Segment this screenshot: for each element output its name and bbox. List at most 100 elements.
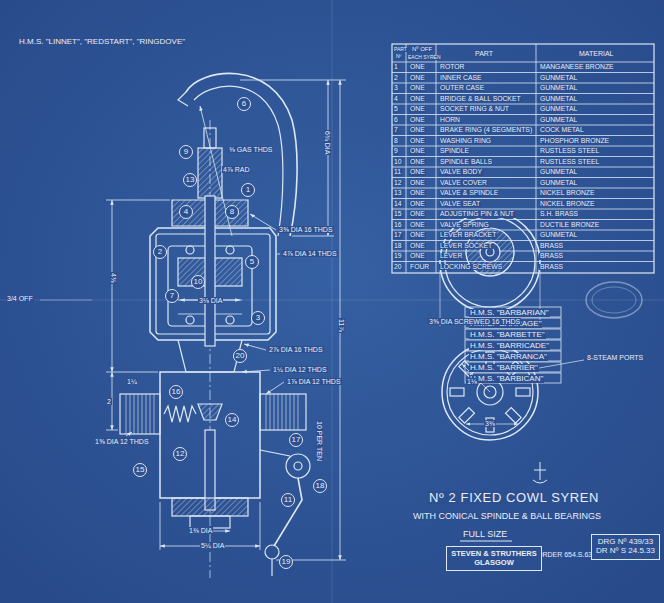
callout-circle: 18 bbox=[313, 479, 327, 493]
table-cell: FOUR bbox=[409, 264, 430, 271]
callout-number: 4 bbox=[184, 208, 188, 217]
table-cell: BRIDGE & BALL SOCKET bbox=[439, 96, 522, 103]
table-cell: 20 bbox=[393, 264, 403, 271]
table-header: Nº OFF bbox=[411, 46, 433, 52]
dimension-label: 2 bbox=[106, 398, 112, 405]
callout-circle: 6 bbox=[237, 97, 251, 111]
drawing-title: Nº 2 FIXED COWL SYREN bbox=[428, 491, 600, 504]
callout-number: 9 bbox=[184, 148, 188, 157]
table-cell: ONE bbox=[409, 64, 426, 71]
table-cell: VALVE COVER bbox=[439, 180, 488, 187]
table-cell: LEVER SOCKET bbox=[439, 243, 493, 250]
table-cell: 11 bbox=[393, 169, 402, 176]
table-cell: 5 bbox=[393, 106, 399, 113]
callout-number: 7 bbox=[170, 292, 174, 301]
dimension-label: ⅜ GAS THDS bbox=[228, 146, 273, 153]
callout-circle: 15 bbox=[133, 463, 147, 477]
table-header: EACH SYREN bbox=[407, 55, 442, 60]
callout-number: 1 bbox=[246, 186, 250, 195]
table-cell: MANGANESE BRONZE bbox=[539, 64, 615, 71]
callout-number: 20 bbox=[236, 352, 245, 361]
dimension-label: 5¼ DIA bbox=[200, 542, 225, 549]
table-cell: BRAKE RING (4 SEGMENTS) bbox=[439, 127, 533, 134]
table-cell: NICKEL BRONZE bbox=[539, 201, 596, 208]
table-cell: ONE bbox=[409, 85, 426, 92]
callout-circle: 3 bbox=[251, 311, 265, 325]
table-cell: ONE bbox=[409, 148, 426, 155]
table-cell: ONE bbox=[409, 117, 426, 124]
table-cell: ONE bbox=[409, 211, 426, 218]
callout-number: 11 bbox=[284, 496, 292, 505]
dimension-label: 1¼ DIA 12 THDS bbox=[272, 366, 328, 373]
table-header: Nº bbox=[395, 54, 402, 59]
dimension-label: 1⅝ DIA 12 THDS bbox=[94, 438, 150, 445]
table-cell: COCK METAL bbox=[539, 127, 585, 134]
table-cell: SPINDLE bbox=[439, 148, 470, 155]
table-cell: 10 bbox=[393, 159, 403, 166]
table-cell: 4 bbox=[393, 96, 399, 103]
handwritten-note: 3/4 OFF bbox=[6, 295, 34, 302]
handwritten-note: H.M.S. "LINNET", "REDSTART", "RINGDOVE" bbox=[18, 38, 186, 46]
callout-circle: 10 bbox=[191, 275, 205, 289]
ship-name: H.M.S. "BARBETTE" bbox=[469, 331, 546, 339]
table-header: PART bbox=[474, 50, 494, 57]
table-cell: GUNMETAL bbox=[539, 106, 578, 113]
scale-note: FULL SIZE bbox=[462, 530, 508, 539]
table-cell: ONE bbox=[409, 106, 426, 113]
callout-circle: 17 bbox=[289, 433, 303, 447]
dimension-label: 3⅝ DIA SCREWED 16 THDS bbox=[428, 318, 521, 325]
callout-circle: 16 bbox=[169, 385, 183, 399]
table-header: MATERIAL bbox=[578, 50, 615, 57]
table-cell: ONE bbox=[409, 253, 426, 260]
table-cell: 15 bbox=[393, 211, 403, 218]
table-cell: BRASS bbox=[539, 253, 564, 260]
table-cell: GUNMETAL bbox=[539, 232, 578, 239]
callout-number: 18 bbox=[316, 482, 325, 491]
table-cell: ONE bbox=[409, 201, 426, 208]
table-cell: 14 bbox=[393, 201, 403, 208]
table-cell: DUCTILE BRONZE bbox=[539, 222, 600, 229]
table-cell: LOCKING SCREWS bbox=[439, 264, 503, 271]
table-cell: 17 bbox=[393, 232, 403, 239]
table-cell: ROTOR bbox=[439, 64, 465, 71]
callout-number: 2 bbox=[158, 248, 162, 257]
table-cell: 8 bbox=[393, 138, 399, 145]
dimension-label: 1⅛ bbox=[466, 378, 478, 385]
table-cell: GUNMETAL bbox=[539, 180, 578, 187]
table-cell: ONE bbox=[409, 138, 426, 145]
callout-circle: 2 bbox=[153, 245, 167, 259]
plan-views bbox=[440, 212, 584, 440]
callout-number: 14 bbox=[228, 416, 237, 425]
table-cell: VALVE SEAT bbox=[439, 201, 481, 208]
ship-name: H.M.S. "BARRANCA" bbox=[469, 353, 548, 361]
parts-table-grid bbox=[392, 44, 654, 273]
table-cell: ONE bbox=[409, 222, 426, 229]
dimension-label: 1⅜ DIA bbox=[188, 527, 213, 534]
ship-name: H.M.S. "BARRICADE" bbox=[469, 342, 550, 350]
table-cell: ONE bbox=[409, 180, 426, 187]
callout-circle: 4 bbox=[179, 205, 193, 219]
port-note: 8-STEAM PORTS bbox=[586, 354, 644, 361]
table-cell: BRASS bbox=[539, 264, 564, 271]
callout-circle: 13 bbox=[183, 173, 197, 187]
callout-circle: 9 bbox=[179, 145, 193, 159]
dimension-label: 3⅝ DIA 16 THDS bbox=[278, 226, 334, 233]
callout-circle: 7 bbox=[165, 289, 179, 303]
maker-stamp: STEVEN & STRUTHERSGLASGOW bbox=[446, 546, 542, 571]
table-cell: RUSTLESS STEEL bbox=[539, 159, 600, 166]
callout-number: 8 bbox=[230, 208, 234, 217]
table-cell: SOCKET RING & NUT bbox=[439, 106, 510, 113]
box-text: DR Nº S 24.5.33 bbox=[596, 547, 655, 556]
callout-circle: 8 bbox=[225, 205, 239, 219]
table-cell: GUNMETAL bbox=[539, 96, 578, 103]
table-cell: BRASS bbox=[539, 243, 564, 250]
dimension-label: 4⅞ RAD bbox=[222, 166, 250, 173]
table-cell: 9 bbox=[393, 148, 399, 155]
table-cell: ONE bbox=[409, 96, 426, 103]
table-cell: WASHING RING bbox=[439, 138, 492, 145]
callout-circle: 5 bbox=[245, 255, 259, 269]
callout-circle: 14 bbox=[225, 413, 239, 427]
callout-number: 6 bbox=[242, 100, 246, 109]
